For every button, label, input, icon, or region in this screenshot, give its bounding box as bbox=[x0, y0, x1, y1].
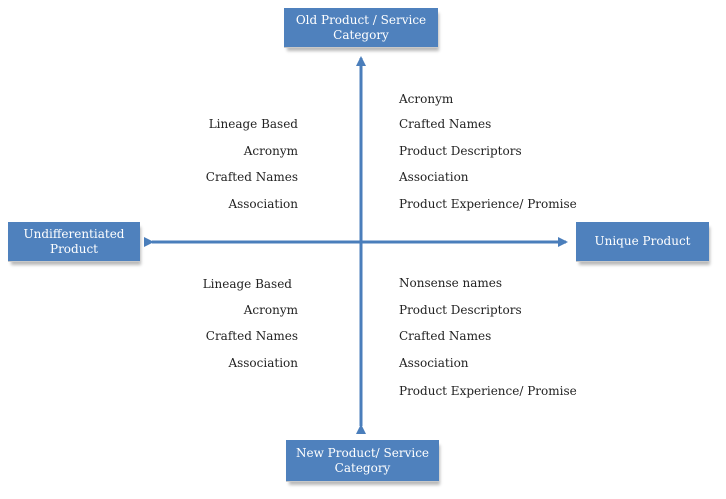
bottom-left-item: Association bbox=[228, 356, 298, 370]
bottom-left-item: Acronym bbox=[243, 303, 298, 317]
undifferentiated-product-box: Undifferentiated Product bbox=[8, 222, 140, 262]
bottom-left-item: Crafted Names bbox=[205, 329, 298, 343]
top-right-item: Product Descriptors bbox=[399, 144, 522, 158]
top-left-item: Acronym bbox=[243, 144, 298, 158]
bottom-right-item: Association bbox=[399, 356, 469, 370]
top-left-item: Lineage Based bbox=[208, 117, 298, 131]
top-left-item: Crafted Names bbox=[205, 170, 298, 184]
top-left-item: Association bbox=[228, 197, 298, 211]
bottom-left-item: Lineage Based bbox=[202, 277, 292, 291]
bottom-right-item: Crafted Names bbox=[399, 329, 492, 343]
old-category-box: Old Product / Service Category bbox=[284, 8, 438, 48]
bottom-right-item: Product Experience/ Promise bbox=[399, 384, 577, 398]
bottom-right-item: Nonsense names bbox=[399, 276, 503, 290]
unique-product-box: Unique Product bbox=[576, 222, 709, 262]
top-right-item: Acronym bbox=[399, 92, 454, 106]
new-category-box: New Product/ Service Category bbox=[286, 440, 439, 482]
top-right-item: Product Experience/ Promise bbox=[399, 197, 577, 211]
top-right-item: Crafted Names bbox=[399, 117, 492, 131]
top-right-item: Association bbox=[399, 170, 469, 184]
bottom-right-item: Product Descriptors bbox=[399, 303, 522, 317]
